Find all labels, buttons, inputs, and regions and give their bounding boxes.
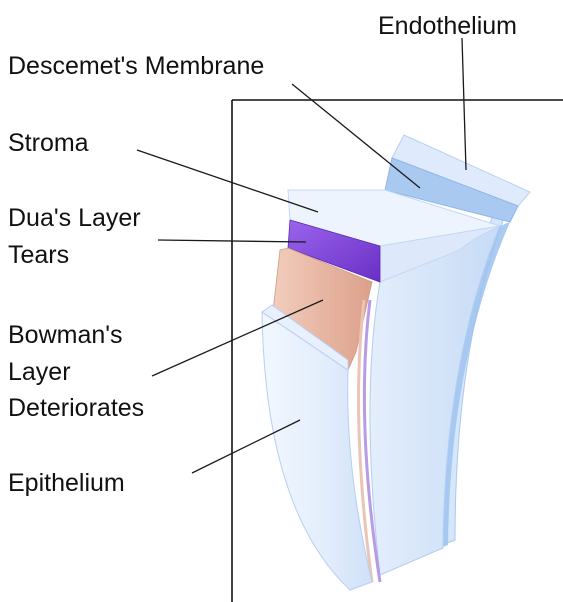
endothelium-leader xyxy=(462,38,466,170)
stroma-label: Stroma xyxy=(8,129,89,157)
cornea-cross-section xyxy=(262,135,530,590)
duas-layer-label-line1: Dua's Layer xyxy=(8,204,141,232)
bowmans-layer-label-line2: Layer xyxy=(8,358,71,386)
bowmans-layer-label-line3: Deteriorates xyxy=(8,394,144,422)
bowmans-layer-label-line1: Bowman's xyxy=(8,321,123,349)
descemets-membrane-label: Descemet's Membrane xyxy=(8,52,264,80)
epithelium-label: Epithelium xyxy=(8,469,125,497)
stroma-leader xyxy=(137,150,318,212)
endothelium-label: Endothelium xyxy=(378,12,517,40)
duas-layer-label-line2: Tears xyxy=(8,241,69,269)
